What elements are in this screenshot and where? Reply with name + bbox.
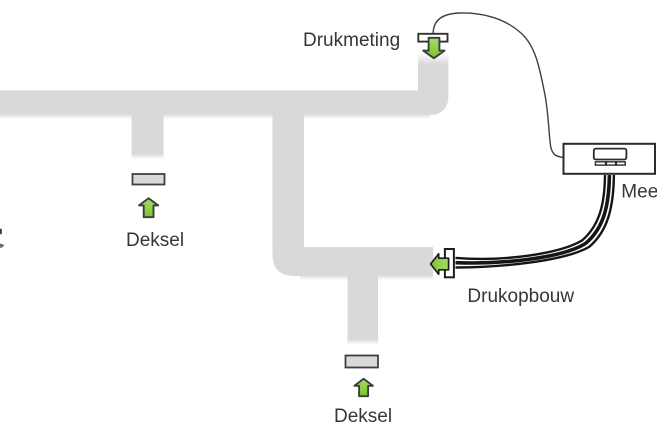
svg-text:Deksel: Deksel bbox=[334, 406, 392, 427]
svg-text:Meetapparaat: Meetapparaat bbox=[621, 181, 657, 202]
svg-text:Drukmeting: Drukmeting bbox=[303, 30, 400, 51]
svg-text:Deksel: Deksel bbox=[126, 230, 184, 251]
svg-text:Drukopbouw: Drukopbouw bbox=[467, 286, 574, 307]
